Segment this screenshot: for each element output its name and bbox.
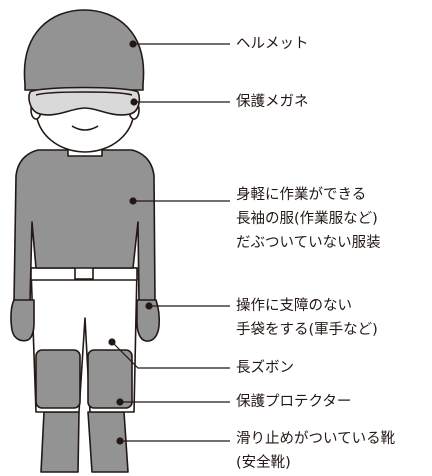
label-clothing-line1: 身軽に作業ができる [236,187,367,203]
label-goggles: 保護メガネ [236,94,309,110]
label-pants: 長ズボン [236,360,294,376]
label-helmet: ヘルメット [236,36,309,52]
label-boots-line1: 滑り止めがついている靴 [236,431,396,447]
glove-right [136,299,161,342]
label-boots-line2: (安全靴) [236,455,291,471]
label-gloves-line2: 手袋をする(軍手など) [236,322,378,338]
helmet [23,9,145,91]
label-clothing-line3: だぶついていない服装 [236,235,381,251]
shirt [13,149,156,303]
label-protector: 保護プロテクター [236,394,352,410]
label-gloves-line1: 操作に支障のない [236,298,352,314]
knee-protector-right [87,349,133,409]
mouth [71,125,99,131]
knee-protector-left [35,349,81,409]
boot-left [40,411,80,473]
goggles [28,86,141,116]
label-clothing-line2: 長袖の服(作業服など) [236,211,378,227]
glove-left [10,299,35,342]
